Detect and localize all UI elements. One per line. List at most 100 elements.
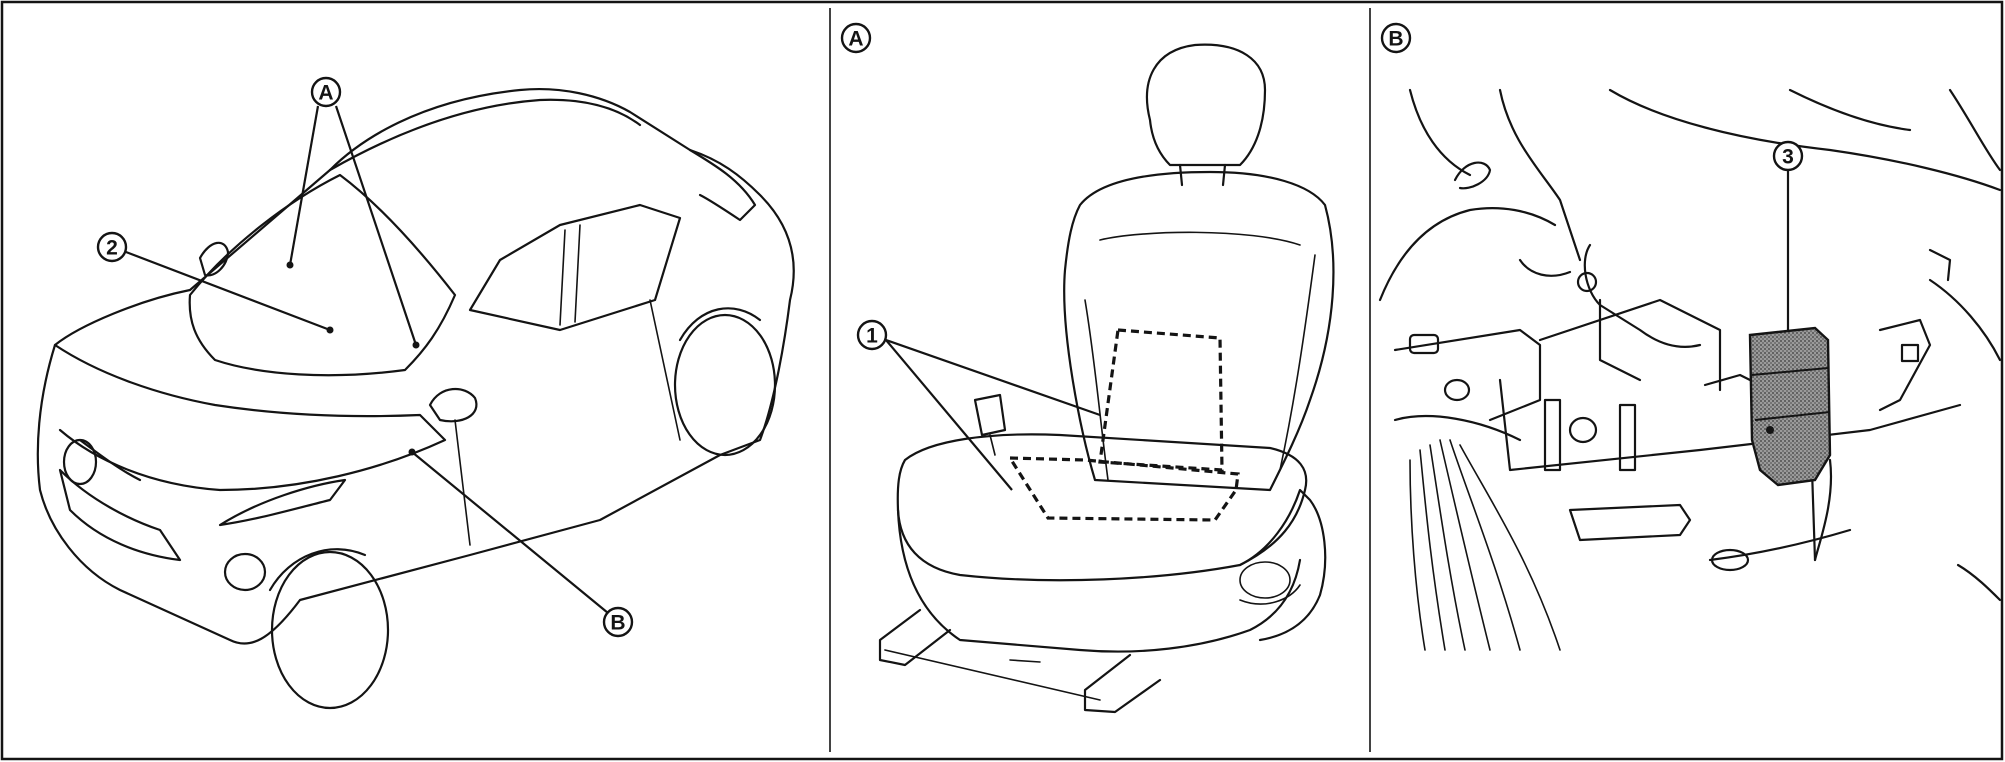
clip-hook	[1453, 161, 1492, 190]
right-trim-low	[1956, 563, 2002, 602]
front-rail-right	[1083, 653, 1162, 714]
seat-adjust-knob	[1239, 561, 1291, 599]
floor-plate-1	[1393, 328, 1542, 422]
headrest-post-1	[1178, 163, 1184, 187]
floor-lower-edge	[1708, 528, 1852, 562]
floor-hole-1	[1443, 378, 1471, 402]
svg-text:1: 1	[866, 325, 878, 348]
backrest-sensor-area	[1098, 328, 1224, 472]
marker-item-1: 1	[856, 319, 888, 351]
harness-wire-5	[1409, 459, 1426, 651]
front-rail-left	[878, 608, 952, 667]
rail-mount	[1009, 659, 1041, 663]
rear-door-line	[649, 299, 681, 441]
fog-light	[223, 552, 267, 592]
front-wheel	[270, 550, 390, 710]
headrest	[1145, 43, 1267, 167]
trim-curve-2	[1498, 88, 1582, 262]
rail-bar	[884, 649, 1101, 701]
svg-text:B: B	[1388, 28, 1403, 51]
seat-illustration	[878, 43, 1335, 714]
trim-curve-5	[1948, 88, 2002, 172]
floor-area-illustration	[1378, 88, 2002, 651]
adjust-lever	[1239, 584, 1301, 605]
marker-view-a: A	[310, 76, 342, 108]
side-bolster	[1238, 488, 1327, 642]
floor-grommet	[1710, 548, 1750, 572]
vehicle-illustration	[36, 87, 795, 710]
seat-panel: A	[840, 22, 1335, 714]
bracket-leg	[1598, 298, 1642, 382]
svg-text:3: 3	[1782, 146, 1794, 169]
svg-text:A: A	[318, 82, 333, 105]
trim-curve-3	[1608, 88, 2002, 192]
door-line	[454, 419, 471, 546]
backrest	[1063, 170, 1335, 492]
buckle-stalk	[989, 434, 996, 456]
window-pillar-1	[559, 229, 566, 326]
harness-wire-2	[1429, 444, 1466, 651]
bolt-head	[1576, 271, 1598, 293]
window-pillar-2	[574, 224, 581, 323]
harness-wire-4	[1449, 439, 1521, 651]
floor-channel	[1568, 503, 1692, 542]
headlight-left	[62, 438, 98, 486]
floor-tab	[1408, 333, 1440, 355]
harness-wire-3	[1439, 439, 1491, 651]
right-bracket	[1878, 318, 1932, 412]
marker-item-2: 2	[96, 231, 128, 263]
bracket-clip	[1518, 258, 1572, 277]
floor-hole-2	[1568, 416, 1598, 444]
svg-text:B: B	[610, 612, 625, 635]
leader-1-back	[885, 338, 1101, 417]
floor-edge	[1498, 378, 1962, 472]
cushion-side	[896, 508, 1302, 653]
marker-view-b: B	[602, 606, 634, 638]
rear-wheel	[673, 313, 777, 457]
right-trim	[1928, 278, 2002, 362]
backrest-seam-left	[1084, 299, 1109, 481]
front-wheel-arch	[268, 548, 367, 592]
grille-top	[78, 438, 142, 482]
leader-a2	[334, 105, 418, 346]
seatbelt-buckle	[973, 393, 1007, 437]
leader-2	[125, 250, 331, 332]
hood-line	[53, 343, 447, 492]
leader-1-cushion	[885, 339, 1013, 491]
right-bracket-tab	[1900, 343, 1920, 363]
seat-cushion	[896, 433, 1308, 582]
backrest-seam-top	[1099, 231, 1301, 246]
roof-line	[328, 98, 642, 172]
connector-latch	[1766, 426, 1774, 434]
body-outline	[36, 87, 795, 645]
floor-slot-1	[1543, 398, 1562, 472]
connector-cable-2	[1810, 468, 1817, 562]
floor-plate-2	[1538, 298, 1722, 392]
marker-item-3: 3	[1772, 140, 1804, 172]
rear-spoiler	[688, 148, 757, 222]
inner-mirror	[198, 241, 230, 277]
harness-clamp	[1393, 414, 1522, 442]
vehicle-panel: A 2 B	[36, 76, 795, 710]
harness-wire-1	[1419, 449, 1446, 651]
trim-curve-1	[1408, 88, 1472, 177]
bracket-top	[1583, 243, 1702, 348]
leader-b	[411, 451, 609, 614]
front-bumper	[58, 468, 182, 562]
floor-slot-2	[1618, 403, 1637, 472]
rear-wheel-arch	[678, 307, 762, 342]
side-window	[468, 203, 682, 332]
harness-wire-6	[1459, 444, 1561, 651]
svg-text:2: 2	[106, 237, 118, 260]
panel-label-a: A	[840, 22, 872, 54]
panel-label-b: B	[1380, 22, 1412, 54]
hood-vent	[218, 478, 347, 527]
headrest-post-2	[1221, 163, 1227, 187]
panel-edge	[1378, 207, 1557, 302]
connector-seam-2	[1754, 411, 1831, 421]
connector-panel: B	[1378, 22, 2002, 651]
right-tab-top	[1928, 248, 1952, 282]
